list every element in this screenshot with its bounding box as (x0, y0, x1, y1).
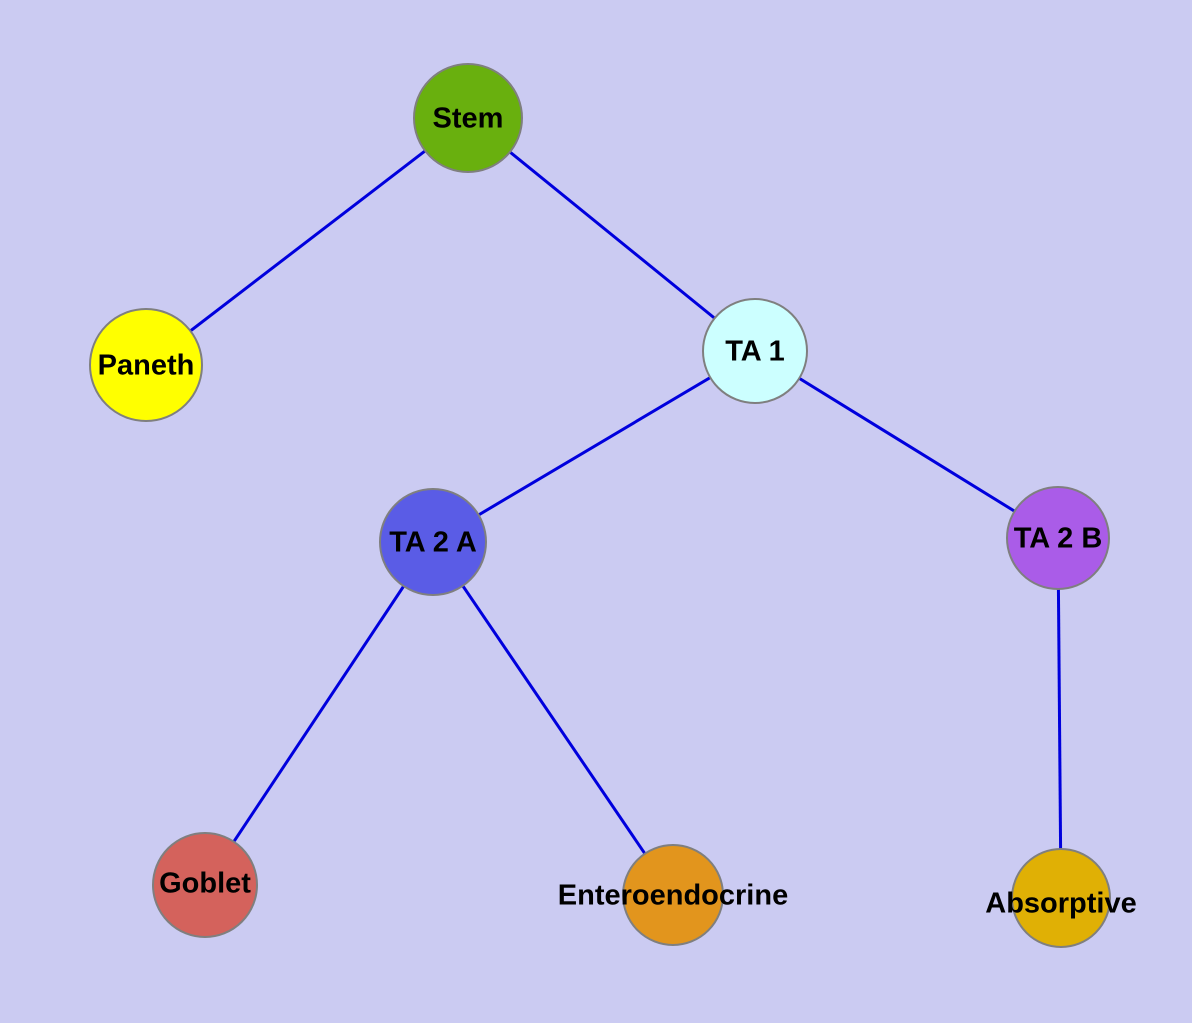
node-ta1: TA 1 (702, 298, 808, 404)
edge-stem-ta1 (467, 116, 756, 353)
node-circle-ta2b[interactable] (1006, 486, 1110, 590)
edge-ta2a-goblet (203, 541, 435, 886)
node-ta2b: TA 2 B (1006, 486, 1110, 590)
node-circle-stem[interactable] (413, 63, 523, 173)
edge-stem-paneth (145, 116, 469, 367)
node-stem: Stem (413, 63, 523, 173)
edge-ta1-ta2a (432, 349, 756, 544)
edges-layer (145, 116, 1063, 899)
node-circle-enteroendocrine[interactable] (622, 844, 724, 946)
node-circle-ta1[interactable] (702, 298, 808, 404)
node-circle-goblet[interactable] (152, 832, 258, 938)
node-circle-ta2a[interactable] (379, 488, 487, 596)
edge-ta1-ta2b (754, 349, 1059, 540)
node-goblet: Goblet (152, 832, 258, 938)
node-circle-absorptive[interactable] (1011, 848, 1111, 948)
node-paneth: Paneth (89, 308, 203, 422)
node-circle-paneth[interactable] (89, 308, 203, 422)
edge-ta2b-absorptive (1056, 537, 1063, 899)
edge-ta2a-enteroendocrine (431, 541, 675, 896)
node-ta2a: TA 2 A (379, 488, 487, 596)
